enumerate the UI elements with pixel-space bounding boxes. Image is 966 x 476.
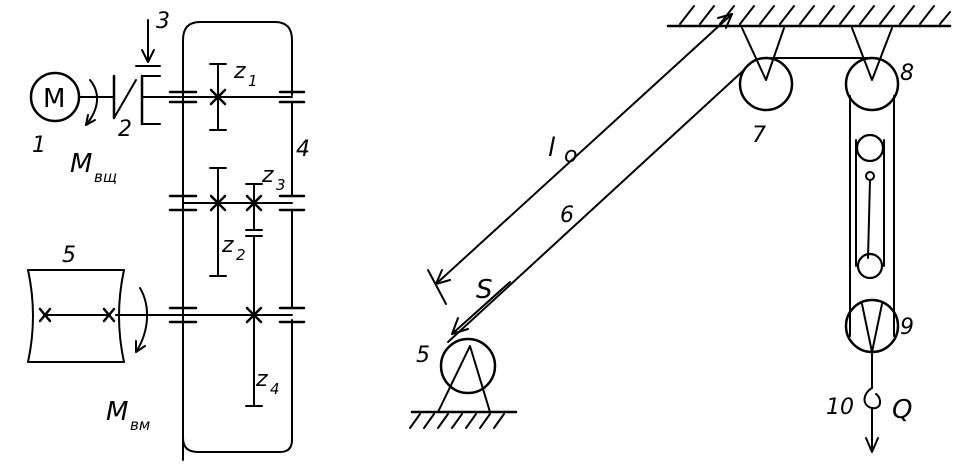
label-l0: l o	[548, 133, 577, 168]
ceiling-support	[666, 5, 952, 28]
svg-text:M: M	[70, 149, 92, 179]
moment-drum: M вм	[106, 397, 150, 434]
drum-left	[27, 269, 125, 363]
svg-text:M: M	[106, 397, 128, 427]
label-rope-6: 6	[560, 203, 574, 228]
bearings-left	[168, 90, 198, 324]
svg-text:вм: вм	[130, 416, 150, 434]
pulley-8	[844, 27, 900, 112]
rope-scheme: 5 7 8 6 l o	[409, 5, 952, 453]
label-hook-10: 10	[826, 395, 854, 420]
label-z1: z 1	[233, 59, 258, 90]
label-gearbox: 4	[296, 137, 310, 162]
floor-support	[409, 410, 518, 429]
lever-arrow	[135, 19, 161, 67]
label-motor: 1	[32, 133, 46, 158]
tackle	[849, 95, 895, 337]
label-block-9: 9	[900, 315, 914, 340]
svg-text:вщ: вщ	[94, 168, 117, 186]
svg-text:2: 2	[236, 246, 246, 264]
label-z4: z 4	[255, 367, 280, 398]
svg-text:z: z	[233, 59, 246, 84]
label-z3: z 3	[261, 163, 286, 194]
gear-z3	[245, 183, 263, 231]
svg-text:3: 3	[276, 176, 286, 194]
motor: M	[29, 71, 98, 126]
block-9	[844, 298, 900, 354]
brake	[112, 74, 189, 126]
pulley-7	[738, 27, 794, 112]
label-s: S	[476, 275, 493, 305]
svg-text:4: 4	[270, 380, 280, 398]
label-load-q: Q	[892, 395, 912, 425]
drive-scheme: M 1 M вщ 2 3	[27, 9, 310, 461]
moment-motor: M вщ	[70, 149, 117, 186]
dimension-l0	[427, 13, 733, 305]
label-drum-right: 5	[416, 343, 430, 368]
label-drum-left: 5	[62, 243, 76, 268]
motor-symbol: M	[43, 84, 65, 114]
rope-6	[447, 69, 745, 343]
gear-z4	[245, 235, 263, 407]
gear-z1	[209, 63, 227, 131]
label-pulley-7: 7	[752, 123, 766, 148]
arrow-s	[451, 281, 511, 335]
drum-right	[437, 337, 497, 413]
label-pulley-8: 8	[900, 61, 914, 86]
hook-10	[863, 351, 882, 453]
svg-text:z: z	[255, 367, 268, 392]
svg-text:o: o	[564, 143, 577, 168]
svg-text:z: z	[221, 233, 234, 258]
gearbox-housing	[182, 21, 293, 461]
label-brake: 2	[118, 117, 132, 142]
label-lever: 3	[156, 9, 170, 34]
svg-text:1: 1	[248, 72, 258, 90]
svg-text:z: z	[261, 163, 274, 188]
gear-z2	[209, 167, 227, 277]
svg-text:l: l	[548, 133, 556, 163]
label-z2: z 2	[221, 233, 246, 264]
